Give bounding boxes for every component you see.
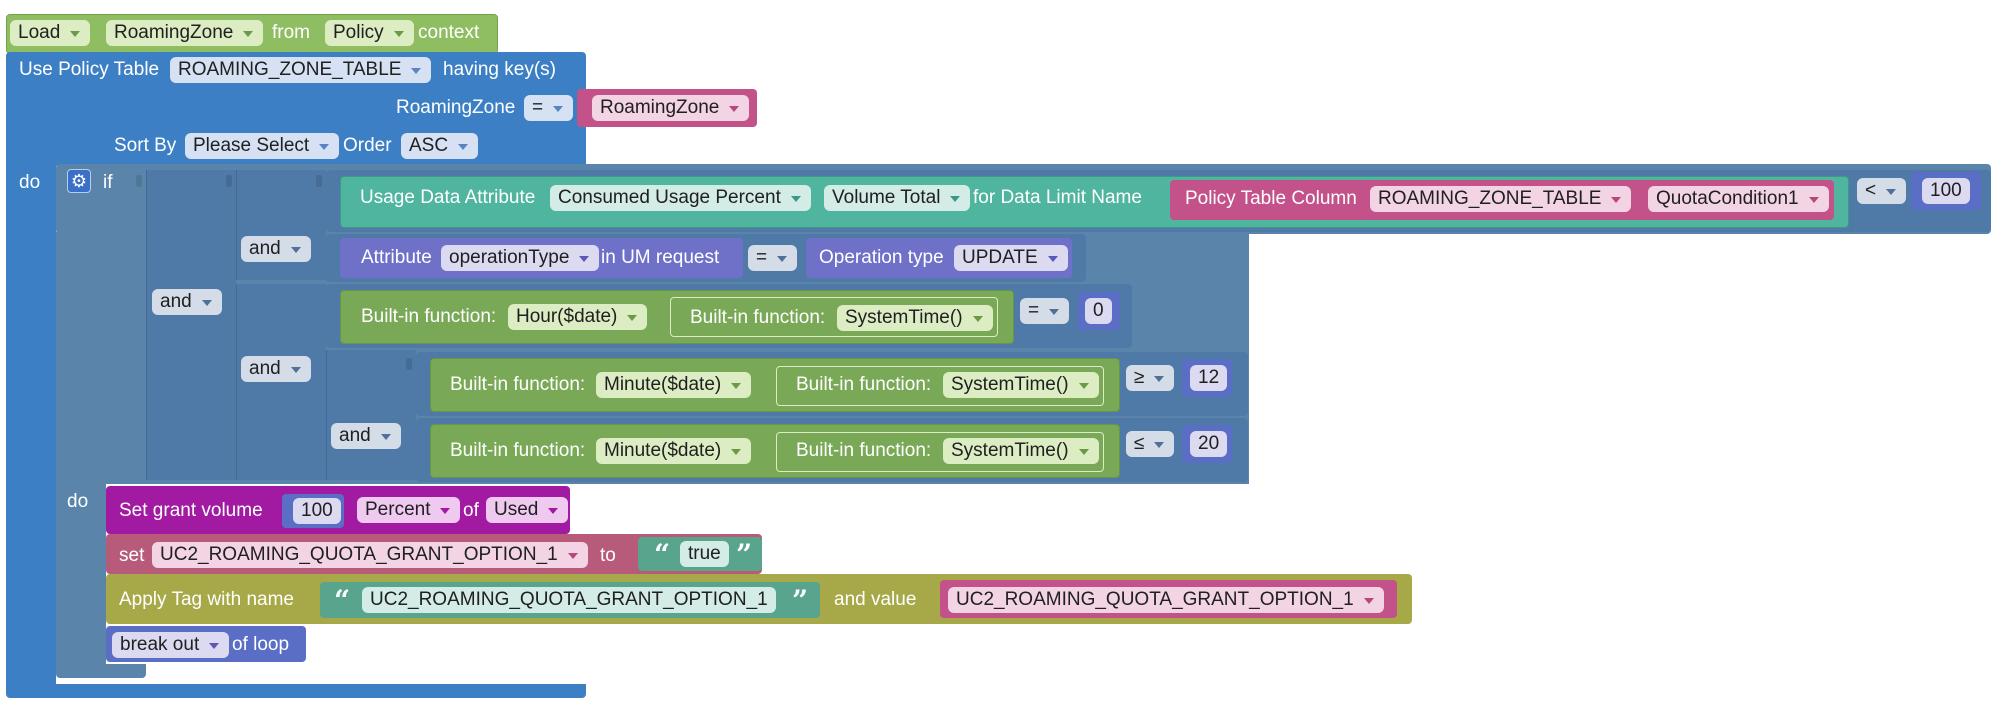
number-field-0[interactable]: 0 <box>1085 298 1112 324</box>
policy-key-label: RoamingZone <box>396 97 516 118</box>
policy-table-label: Use Policy Table <box>19 59 160 80</box>
socket-notch <box>136 175 142 187</box>
hour-function-label: Built-in function: <box>361 306 497 327</box>
policy-do-label: do <box>19 172 41 193</box>
usage-attr-dropdown[interactable]: Consumed Usage Percent <box>550 185 811 211</box>
order-dropdown[interactable]: ASC <box>401 133 479 159</box>
minute-min-systemtime-label: Built-in function: <box>796 374 932 395</box>
sort-by-label: Sort By <box>114 135 177 156</box>
order-label: Order <box>343 135 392 156</box>
policy-column-label: Policy Table Column <box>1185 188 1357 209</box>
minute-min-function-label: Built-in function: <box>450 374 586 395</box>
greater-equal-operator-dropdown[interactable]: ≥ <box>1126 365 1175 391</box>
operation-type-dropdown[interactable]: UPDATE <box>954 245 1068 271</box>
apply-tag-label: Apply Tag with name <box>119 589 294 610</box>
set-grant-volume-label: Set grant volume <box>119 500 263 521</box>
less-equal-operator-dropdown[interactable]: ≤ <box>1126 431 1175 457</box>
minute-max-function-label: Built-in function: <box>450 440 586 461</box>
if-do-label: do <box>67 491 89 512</box>
socket-notch <box>406 358 412 370</box>
tag-value-dropdown[interactable]: UC2_ROAMING_QUOTA_GRANT_OPTION_1 <box>948 587 1384 613</box>
grant-of-label: of <box>463 500 479 521</box>
equals-operator-dropdown[interactable]: = <box>748 245 798 271</box>
operation-type-label: Operation type <box>819 247 944 268</box>
usage-attr-label: Usage Data Attribute <box>360 187 536 208</box>
less-than-operator-dropdown[interactable]: < <box>1857 178 1907 204</box>
sort-by-dropdown[interactable]: Please Select <box>185 133 340 159</box>
close-quote-icon: ” <box>736 538 753 571</box>
minute-min-function-dropdown[interactable]: Minute($date) <box>596 372 752 398</box>
policy-table-spine <box>6 164 56 686</box>
if-block-spine <box>56 482 106 678</box>
and-block-lower[interactable] <box>236 284 326 480</box>
set-to-label: to <box>600 545 616 566</box>
column-value-dropdown[interactable]: QuotaCondition1 <box>1648 186 1829 212</box>
load-from-label: from <box>272 22 310 43</box>
policy-key-operator-dropdown[interactable]: = <box>524 95 574 121</box>
gear-icon[interactable]: ⚙ <box>67 169 91 193</box>
number-field-12[interactable]: 12 <box>1190 365 1228 391</box>
hour-systemtime-label: Built-in function: <box>690 307 826 328</box>
and-dropdown-upper[interactable]: and <box>241 236 311 262</box>
hour-equals-operator-dropdown[interactable]: = <box>1020 298 1070 324</box>
open-quote-icon: “ <box>654 538 671 571</box>
and-dropdown-lower[interactable]: and <box>241 356 311 382</box>
socket-notch <box>226 175 232 187</box>
attribute-label: Attribute <box>361 247 432 268</box>
column-table-dropdown[interactable]: ROAMING_ZONE_TABLE <box>1370 186 1632 212</box>
policy-having-label: having key(s) <box>443 59 556 80</box>
minute-min-systemtime-dropdown[interactable]: SystemTime() <box>943 372 1099 398</box>
and-block-inner[interactable] <box>326 350 416 480</box>
load-source-dropdown[interactable]: Policy <box>325 20 414 46</box>
policy-table-footer <box>6 684 586 698</box>
hour-function-dropdown[interactable]: Hour($date) <box>508 304 648 330</box>
set-variable-label: set <box>119 545 145 566</box>
number-field-100[interactable]: 100 <box>1922 178 1970 204</box>
minute-max-function-dropdown[interactable]: Minute($date) <box>596 438 752 464</box>
attribute-dropdown[interactable]: operationType <box>441 245 600 271</box>
tag-and-value-label: and value <box>834 589 917 610</box>
tag-close-quote-icon: ” <box>792 584 809 617</box>
break-out-suffix-label: of loop <box>232 634 290 655</box>
volume-dropdown[interactable]: Volume Total <box>824 185 971 211</box>
hour-systemtime-dropdown[interactable]: SystemTime() <box>837 305 993 331</box>
grant-number-field[interactable]: 100 <box>293 498 341 524</box>
load-entity-dropdown[interactable]: RoamingZone <box>106 20 264 46</box>
and-block-outer[interactable] <box>146 170 236 480</box>
socket-notch <box>316 175 322 187</box>
and-dropdown-inner[interactable]: and <box>331 423 401 449</box>
number-field-20[interactable]: 20 <box>1190 431 1228 457</box>
grant-base-dropdown[interactable]: Used <box>486 497 569 523</box>
and-block-upper[interactable] <box>236 170 326 280</box>
grant-unit-dropdown[interactable]: Percent <box>357 497 461 523</box>
and-dropdown-outer[interactable]: and <box>152 289 222 315</box>
minute-max-systemtime-label: Built-in function: <box>796 440 932 461</box>
tag-name-field[interactable]: UC2_ROAMING_QUOTA_GRANT_OPTION_1 <box>362 587 776 613</box>
tag-open-quote-icon: “ <box>334 584 351 617</box>
load-keyword-dropdown[interactable]: Load <box>10 20 91 46</box>
roamingzone-variable-dropdown[interactable]: RoamingZone <box>592 95 750 121</box>
if-label: if <box>103 172 113 193</box>
load-context-label: context <box>418 22 480 43</box>
text-field-true[interactable]: true <box>680 541 729 567</box>
minute-max-systemtime-dropdown[interactable]: SystemTime() <box>943 438 1099 464</box>
data-limit-label: for Data Limit Name <box>973 187 1142 208</box>
policy-table-dropdown[interactable]: ROAMING_ZONE_TABLE <box>170 57 432 83</box>
set-variable-dropdown[interactable]: UC2_ROAMING_QUOTA_GRANT_OPTION_1 <box>152 542 588 568</box>
um-request-label: in UM request <box>601 247 720 268</box>
break-out-dropdown[interactable]: break out <box>112 632 230 658</box>
if-block-footer <box>56 664 146 678</box>
